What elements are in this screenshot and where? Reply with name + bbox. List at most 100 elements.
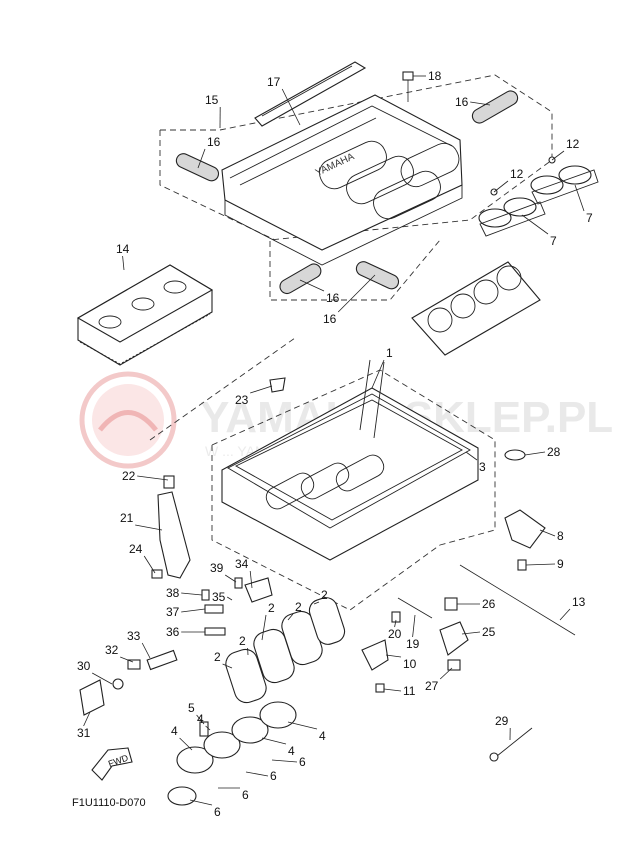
callout-6b: 6 — [270, 769, 277, 783]
callout-27: 27 — [425, 679, 439, 693]
leader-c23 — [250, 385, 273, 394]
callout-18: 18 — [428, 69, 442, 83]
clip-29 — [491, 727, 533, 761]
callout-26: 26 — [482, 597, 496, 611]
callout-39: 39 — [210, 561, 224, 575]
leader-c37 — [181, 608, 206, 613]
callout-8: 8 — [557, 529, 564, 543]
grommet-28 — [504, 449, 526, 461]
callout-4c: 4 — [288, 744, 295, 758]
callout-33: 33 — [127, 629, 141, 643]
leader-c16c — [299, 279, 325, 292]
callout-31: 31 — [77, 726, 91, 740]
callout-4d: 4 — [319, 729, 326, 743]
leader-c5 — [196, 714, 205, 725]
callout-25: 25 — [482, 625, 496, 639]
callout-16b: 16 — [455, 95, 469, 109]
watermark-logo-icon — [79, 371, 177, 469]
callout-23: 23 — [235, 393, 249, 407]
leader-c4c — [261, 737, 287, 745]
clip-37 — [204, 604, 224, 614]
leader-c4a — [179, 737, 193, 751]
leader-c38 — [181, 592, 203, 596]
air-filter-element — [76, 264, 214, 366]
callout-4a: 4 — [171, 724, 178, 738]
bracket-8 — [504, 509, 546, 549]
callout-1: 1 — [386, 346, 393, 360]
leader-c6d — [189, 799, 213, 806]
leader-c20 — [394, 619, 397, 628]
leader-c22 — [137, 475, 169, 481]
bracket-34 — [244, 577, 273, 603]
callout-5: 5 — [188, 701, 195, 715]
callout-35: 35 — [212, 590, 226, 604]
leader-c7a — [574, 184, 585, 212]
intake-manifolds — [167, 701, 297, 806]
leader-c4d — [287, 721, 318, 730]
leader-c16a — [197, 148, 206, 169]
callout-20: 20 — [388, 627, 402, 641]
callout-32: 32 — [105, 643, 119, 657]
callout-2a: 2 — [268, 601, 275, 615]
leader-c6a — [271, 759, 298, 763]
callout-28: 28 — [547, 445, 561, 459]
pipe-33 — [146, 649, 178, 671]
leader-c12b — [493, 180, 509, 193]
callout-3: 3 — [479, 460, 486, 474]
bolt-27 — [447, 659, 461, 671]
callout-22: 22 — [122, 469, 136, 483]
callout-34: 34 — [235, 557, 249, 571]
leader-c2a — [261, 614, 267, 641]
callout-16a: 16 — [207, 135, 221, 149]
leader-c1 — [371, 359, 385, 389]
leader-c12a — [551, 150, 565, 161]
callout-19: 19 — [406, 637, 420, 651]
throttle-body — [411, 261, 541, 356]
callout-2c: 2 — [321, 588, 328, 602]
leader-c28 — [524, 451, 546, 456]
callout-7b: 7 — [550, 234, 557, 248]
leader-c24 — [143, 555, 156, 574]
callout-16c: 16 — [326, 291, 340, 305]
grommet-22 — [163, 475, 175, 489]
leader-c9 — [525, 563, 556, 566]
callout-6d: 6 — [214, 805, 221, 819]
callout-11: 11 — [403, 684, 416, 698]
leader-c2b — [287, 613, 294, 621]
screw-30 — [112, 678, 124, 690]
damper-rubbers — [175, 90, 519, 295]
diagram-code: F1U1110-D070 — [72, 797, 146, 809]
callout-17: 17 — [267, 75, 281, 89]
leader-c2e — [222, 663, 233, 669]
leader-c25 — [461, 631, 481, 635]
cover-assembly-outline — [159, 74, 553, 301]
callout-16d: 16 — [323, 312, 337, 326]
callout-leaders — [83, 75, 585, 806]
leader-c11 — [383, 688, 402, 692]
leader-c8 — [539, 529, 556, 537]
bolt-11 — [375, 683, 385, 693]
leader-c27 — [439, 667, 453, 680]
assembly-outlines — [149, 74, 553, 611]
callout-21: 21 — [120, 511, 134, 525]
bolt-38 — [201, 589, 210, 601]
bolt-24 — [151, 569, 163, 579]
cap-31 — [79, 679, 105, 716]
callout-14: 14 — [116, 242, 130, 256]
leader-c4b — [205, 725, 211, 731]
callout-15: 15 — [205, 93, 219, 107]
callout-13: 13 — [572, 595, 586, 609]
callout-36: 36 — [166, 625, 180, 639]
callout-12a: 12 — [566, 137, 580, 151]
leader-c33 — [141, 642, 151, 659]
clamp-32 — [127, 659, 141, 670]
hose-36 — [204, 627, 226, 636]
callout-2b: 2 — [295, 600, 302, 614]
callout-12b: 12 — [510, 167, 524, 181]
callout-9: 9 — [557, 557, 564, 571]
leader-c14 — [122, 255, 125, 271]
leader-c19 — [412, 614, 416, 638]
bolt-9 — [517, 559, 527, 571]
callout-4b: 4 — [197, 712, 204, 726]
